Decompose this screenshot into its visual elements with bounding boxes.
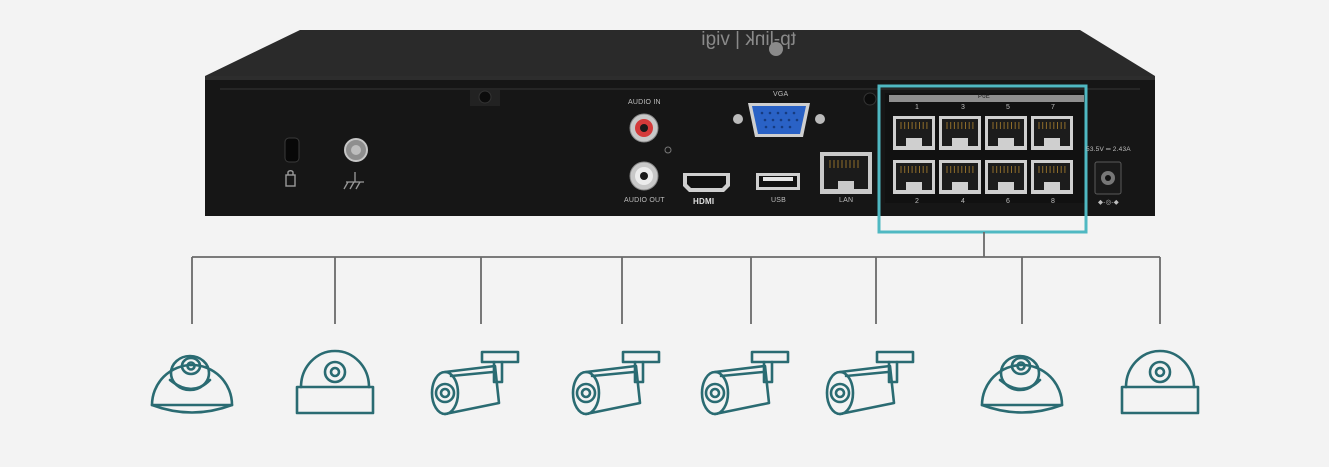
poe-port-number: 5	[1006, 104, 1010, 111]
label-power-rating: 53.5V ═ 2.43A	[1086, 146, 1131, 153]
poe-port-number: 7	[1051, 104, 1055, 111]
poe-port-number: 3	[961, 104, 965, 111]
poe-port	[1031, 116, 1073, 150]
eyeball-camera-icon	[152, 356, 232, 413]
label-usb: USB	[771, 197, 786, 204]
vga-screw-right	[815, 114, 825, 124]
poe-port-number: 2	[915, 198, 919, 205]
camera-icons	[152, 351, 1198, 414]
poe-port-number: 1	[915, 104, 919, 111]
logo-mark	[769, 42, 783, 56]
label-lan: LAN	[839, 197, 853, 204]
poe-port	[1031, 160, 1073, 194]
dome-camera-icon	[1122, 351, 1198, 413]
bullet-camera-icon	[702, 352, 788, 414]
bullet-camera-icon	[573, 352, 659, 414]
poe-port-number: 4	[961, 198, 965, 205]
label-poe: PoE	[978, 94, 990, 100]
eyeball-camera-icon	[982, 356, 1062, 413]
kensington-slot	[285, 138, 299, 162]
poe-port	[893, 116, 935, 150]
poe-port	[985, 160, 1027, 194]
label-hdmi: HDMI	[693, 197, 714, 206]
dome-camera-icon	[297, 351, 373, 413]
nvr-top-surface	[205, 30, 1155, 76]
connection-lines	[192, 232, 1160, 324]
poe-port-number: 8	[1051, 198, 1055, 205]
screw-left	[479, 91, 491, 103]
poe-port	[939, 116, 981, 150]
label-power-polarity: ◆-◎-◆	[1098, 198, 1119, 206]
poe-port	[939, 160, 981, 194]
poe-port	[893, 160, 935, 194]
label-audio-out: AUDIO OUT	[624, 197, 665, 204]
poe-port	[985, 116, 1027, 150]
vga-screw-left	[733, 114, 743, 124]
label-vga: VGA	[773, 91, 788, 98]
poe-port-number: 6	[1006, 198, 1010, 205]
bullet-camera-icon	[432, 352, 518, 414]
screw-right	[864, 93, 876, 105]
bullet-camera-icon	[827, 352, 913, 414]
label-audio-in: AUDIO IN	[628, 99, 661, 106]
